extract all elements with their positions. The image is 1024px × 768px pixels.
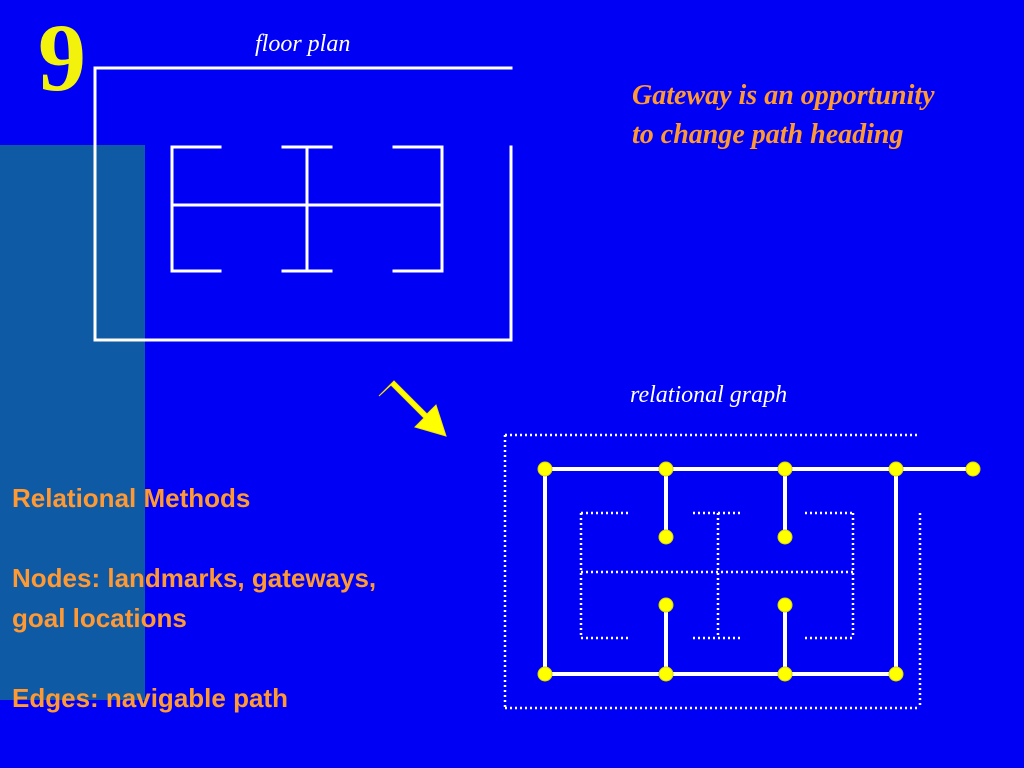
gateway-note-line-2: to change path heading xyxy=(632,119,904,150)
gateway-note-line-1: Gateway is an opportunity xyxy=(632,80,935,111)
graph-node xyxy=(658,666,674,682)
methods-text-block: Relational Methods Nodes: landmarks, gat… xyxy=(12,478,502,718)
graph-node xyxy=(777,597,793,613)
graph-node xyxy=(658,461,674,477)
relational-graph-outline xyxy=(503,433,922,710)
side-band xyxy=(0,145,145,700)
graph-node xyxy=(888,666,904,682)
graph-node xyxy=(777,529,793,545)
floor-plan-title: floor plan xyxy=(255,31,351,57)
methods-heading: Relational Methods xyxy=(12,483,251,513)
methods-edges: Edges: navigable path xyxy=(12,683,288,713)
graph-node xyxy=(658,529,674,545)
graph-node xyxy=(777,461,793,477)
gateway-note: Gateway is an opportunity to change path… xyxy=(632,76,1017,154)
slide-number: 9 xyxy=(38,4,86,111)
yellow-diagonal-arrow-icon xyxy=(378,380,447,437)
graph-node xyxy=(537,461,553,477)
methods-nodes-line-2: goal locations xyxy=(12,603,187,633)
graph-node xyxy=(965,461,981,477)
methods-nodes-line-1: Nodes: landmarks, gateways, xyxy=(12,563,377,593)
relational-graph-title: relational graph xyxy=(630,382,788,408)
floor-plan xyxy=(93,66,513,342)
graph-node xyxy=(888,461,904,477)
graph-node xyxy=(537,666,553,682)
graph-node xyxy=(658,597,674,613)
graph-node xyxy=(777,666,793,682)
relational-graph-nodes xyxy=(537,461,981,682)
relational-graph-edges xyxy=(543,467,973,676)
